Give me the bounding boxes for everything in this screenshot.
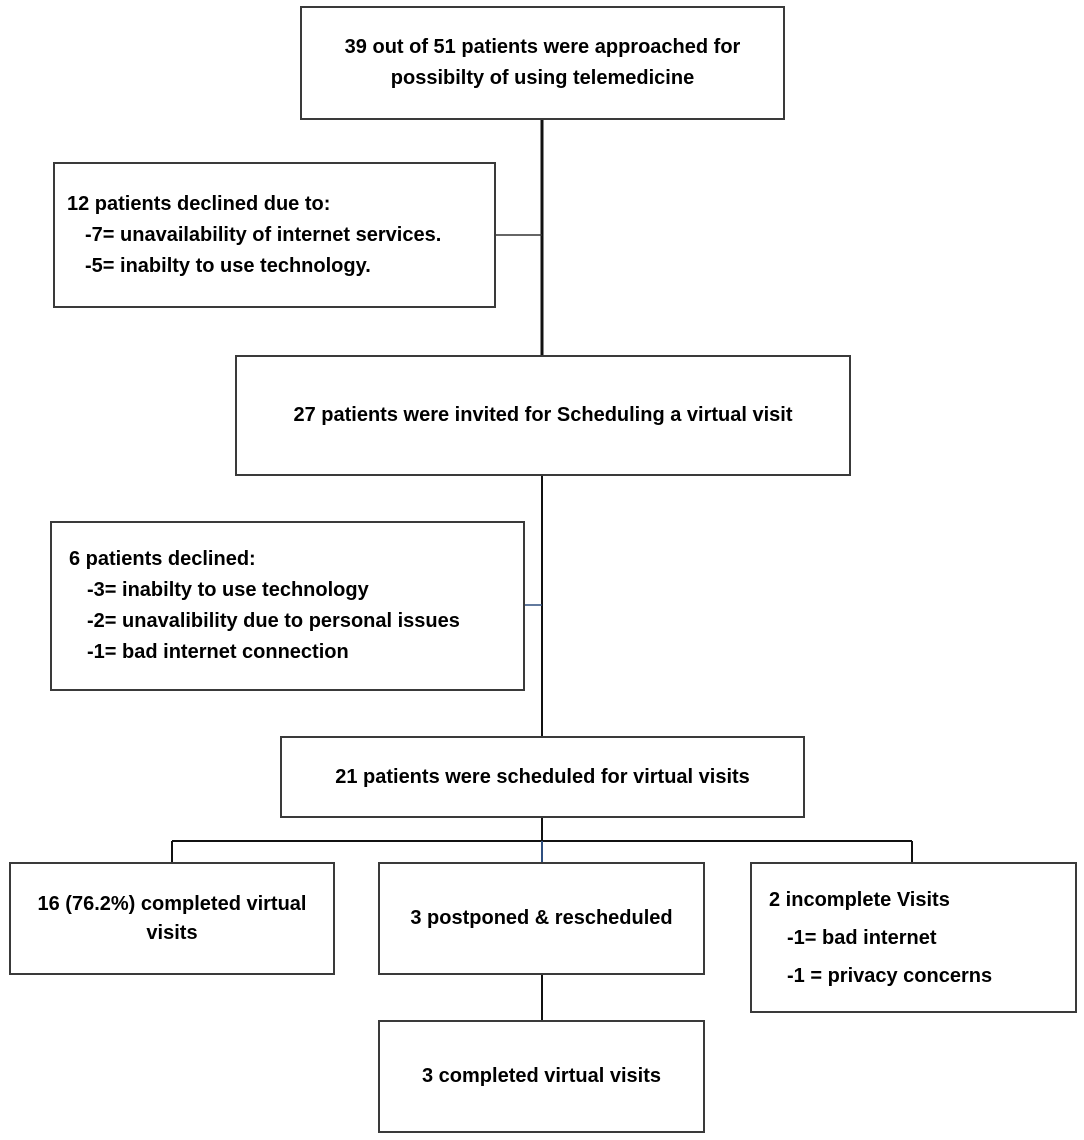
postponed-text: 3 postponed & rescheduled [410,907,673,929]
incomplete-reason: -1= bad internet [787,926,937,949]
completed-second-text: 3 completed virtual visits [422,1065,661,1087]
invited-box: 27 patients were invited for Scheduling … [235,355,851,476]
approached-box: 39 out of 51 patients were approached fo… [300,6,785,120]
incomplete-box: 2 incomplete Visits -1= bad internet -1 … [750,862,1077,1013]
declined-first-title: 12 patients declined due to: [67,192,331,215]
scheduled-text: 21 patients were scheduled for virtual v… [335,765,750,788]
declined-second-box: 6 patients declined: -3= inabilty to use… [50,521,525,691]
declined-first-reason: -7= unavailability of internet services. [85,223,442,246]
declined-second-reason: -1= bad internet connection [87,641,349,663]
completed-first-box: 16 (76.2%) completed virtual visits [9,862,335,975]
invited-text: 27 patients were invited for Scheduling … [293,404,793,426]
incomplete-title: 2 incomplete Visits [769,888,950,911]
declined-second-reason: -2= unavalibility due to personal issues [87,610,460,632]
declined-first-reason: -5= inabilty to use technology. [85,254,371,277]
completed-first-text: 16 (76.2%) completed virtual visits [37,892,307,944]
declined-second-title: 6 patients declined: [69,548,256,570]
declined-first-box: 12 patients declined due to: -7= unavail… [53,162,496,308]
completed-second-box: 3 completed virtual visits [378,1020,705,1133]
scheduled-box: 21 patients were scheduled for virtual v… [280,736,805,818]
declined-second-reason: -3= inabilty to use technology [87,579,369,601]
incomplete-reason: -1 = privacy concerns [787,964,993,987]
approached-text: 39 out of 51 patients were approached fo… [344,36,741,89]
postponed-box: 3 postponed & rescheduled [378,862,705,975]
